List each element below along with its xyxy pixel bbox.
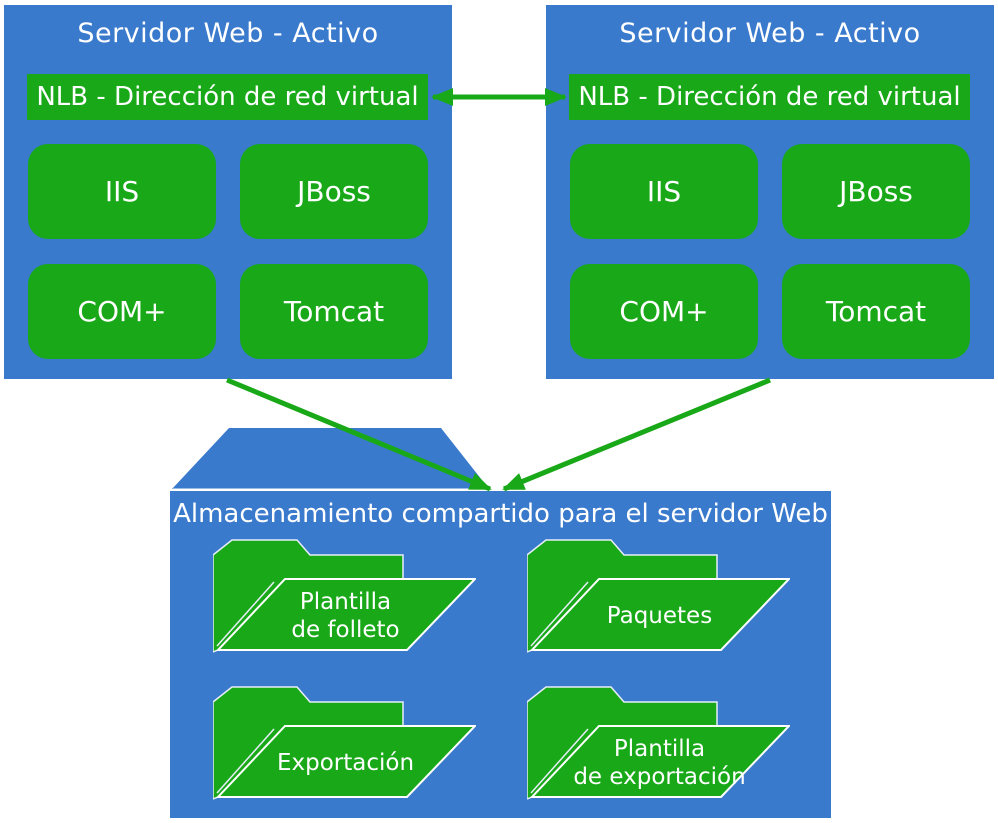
component-tomcat: Tomcat xyxy=(240,264,428,359)
folder-plantilla-de-exportacion: Plantilla de exportación xyxy=(527,685,790,800)
component-com-plus: COM+ xyxy=(28,264,216,359)
shared-storage-box: Almacenamiento compartido para el servid… xyxy=(170,491,831,818)
storage-title: Almacenamiento compartido para el servid… xyxy=(173,499,828,529)
folder-label: Plantilla de exportación xyxy=(573,736,746,790)
component-iis: IIS xyxy=(570,144,758,239)
server-box-right: Servidor Web - Activo NLB - Dirección de… xyxy=(546,5,994,379)
storage-roof-shape xyxy=(172,428,489,489)
folder-exportacion: Exportación xyxy=(213,685,476,800)
nlb-virtual-network-bar: NLB - Dirección de red virtual xyxy=(569,74,970,120)
folder-paquetes: Paquetes xyxy=(527,538,790,653)
open-folder-icon xyxy=(527,539,790,653)
component-jboss: JBoss xyxy=(240,144,428,239)
right-server-to-storage-arrow xyxy=(502,377,771,492)
component-tomcat: Tomcat xyxy=(782,264,970,359)
folder-label: Exportación xyxy=(276,750,415,776)
folder-label: Plantilla de folleto xyxy=(291,589,400,643)
component-iis: IIS xyxy=(28,144,216,239)
server-box-left: Servidor Web - Activo NLB - Dirección de… xyxy=(4,5,452,379)
component-com-plus: COM+ xyxy=(570,264,758,359)
open-folder-icon xyxy=(527,686,790,800)
open-folder-icon xyxy=(213,686,476,800)
server-title: Servidor Web - Activo xyxy=(619,18,921,49)
folder-label: Paquetes xyxy=(606,603,713,629)
server-title: Servidor Web - Activo xyxy=(77,18,379,49)
open-folder-icon xyxy=(213,539,476,653)
nlb-virtual-network-bar: NLB - Dirección de red virtual xyxy=(27,74,428,120)
folder-plantilla-de-folleto: Plantilla de folleto xyxy=(213,538,476,653)
component-jboss: JBoss xyxy=(782,144,970,239)
left-server-to-storage-arrow xyxy=(226,377,492,492)
